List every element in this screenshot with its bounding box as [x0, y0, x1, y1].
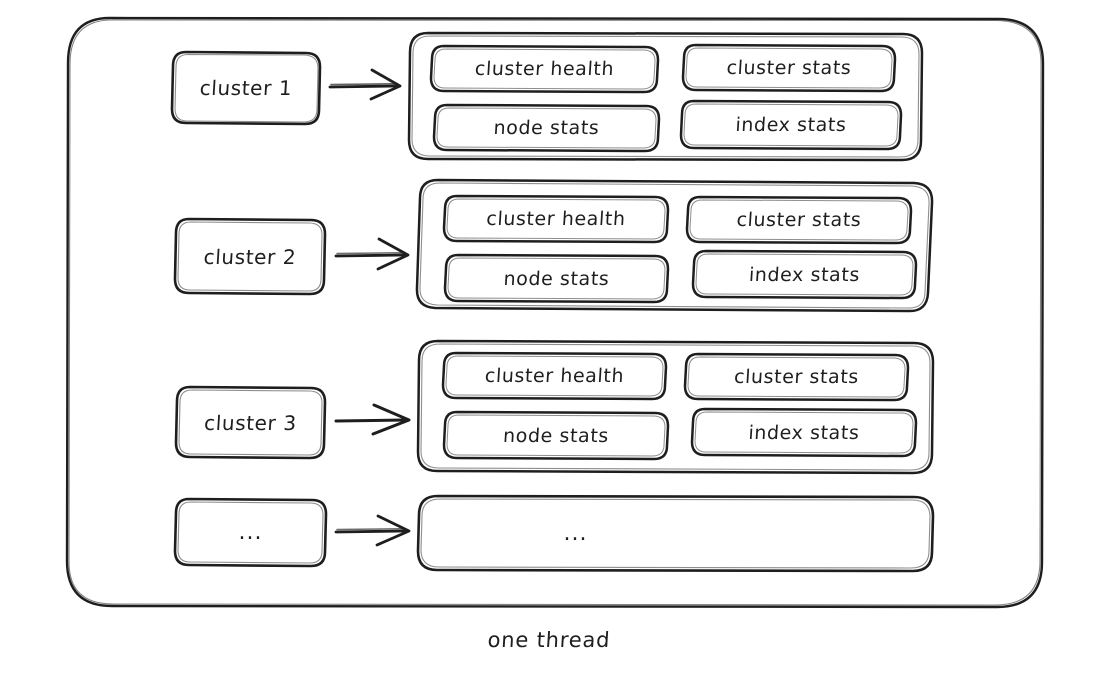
task-box-node-stats-1[interactable]: [432, 103, 661, 153]
task-group-box-ellipsis: [416, 494, 935, 573]
thread-caption: one thread: [486, 628, 612, 652]
source-label-ellipsis: ...: [238, 519, 263, 545]
task-box-cluster-stats-1[interactable]: [681, 43, 897, 93]
task-group-box-1: [407, 31, 924, 162]
task-box-cluster-stats-3[interactable]: [683, 352, 910, 402]
arrow-ellipsis: [334, 514, 411, 547]
task-label-ellipsis: ...: [563, 520, 588, 546]
task-group-box-3: [416, 339, 935, 475]
task-box-node-stats-3[interactable]: [442, 410, 670, 461]
task-box-cluster-health-1[interactable]: [429, 44, 660, 94]
task-box-index-stats-2[interactable]: [691, 249, 918, 300]
task-box-cluster-health-3[interactable]: [441, 351, 668, 401]
task-box-node-stats-2[interactable]: [443, 253, 670, 304]
source-box-cluster-2[interactable]: [173, 217, 327, 296]
arrow-cluster-3: [334, 403, 411, 436]
task-group-box-2: [415, 178, 934, 313]
source-box-cluster-3[interactable]: [174, 385, 327, 460]
source-box-cluster-1[interactable]: [170, 50, 322, 126]
task-box-cluster-health-2[interactable]: [442, 194, 670, 244]
task-box-index-stats-1[interactable]: [679, 99, 903, 151]
arrow-cluster-1: [328, 68, 402, 101]
arrow-cluster-2: [334, 237, 410, 271]
source-box-ellipsis[interactable]: [173, 497, 328, 568]
task-box-index-stats-3[interactable]: [690, 407, 918, 458]
outer-thread-container: [65, 16, 1045, 609]
task-box-cluster-stats-2[interactable]: [685, 195, 913, 245]
